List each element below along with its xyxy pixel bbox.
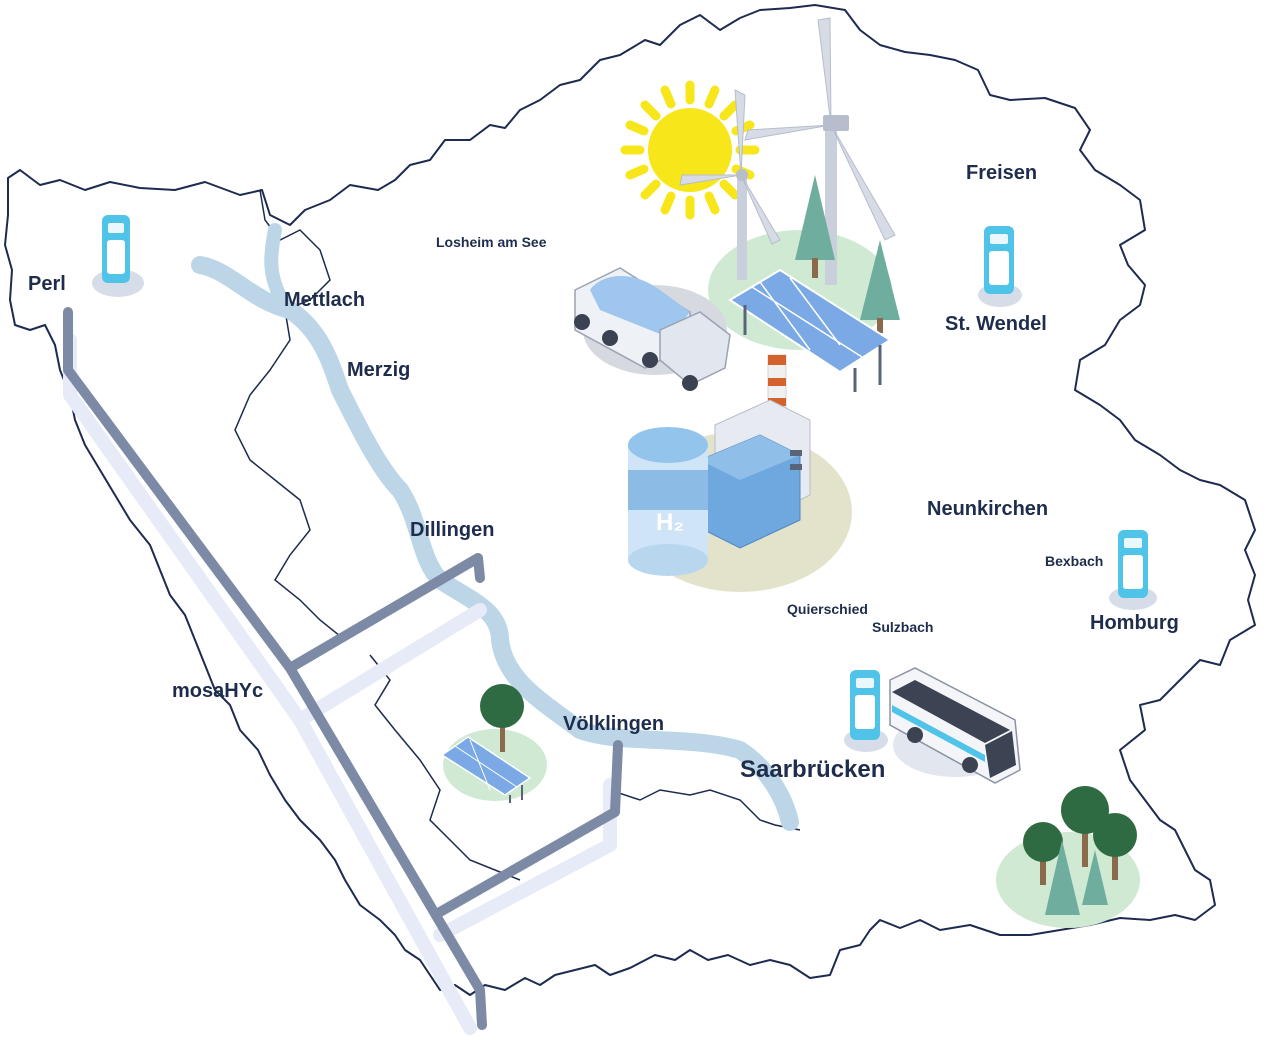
tree-icon xyxy=(1045,840,1108,915)
city-label-mettlach: Mettlach xyxy=(284,289,365,311)
city-label-dillingen: Dillingen xyxy=(410,519,494,541)
city-label-quierschied: Quierschied xyxy=(787,601,868,617)
city-label-perl: Perl xyxy=(28,273,66,295)
bus-icon xyxy=(889,667,1021,784)
solar-panel-icon xyxy=(440,736,532,803)
region-border xyxy=(4,4,1256,996)
district-border xyxy=(234,189,346,641)
charging-station-icon xyxy=(978,226,1022,307)
tree-icon xyxy=(860,240,900,333)
city-label-voelklingen: Völklingen xyxy=(563,713,664,735)
city-label-homburg: Homburg xyxy=(1090,612,1179,634)
sun-icon xyxy=(620,80,760,220)
wind-turbine-icon xyxy=(679,89,781,280)
city-label-sulzbach: Sulzbach xyxy=(872,619,933,635)
tree-icon xyxy=(1023,822,1063,885)
city-label-saarbruecken: Saarbrücken xyxy=(740,756,885,783)
hydrogen-pipeline xyxy=(63,307,623,1030)
charging-station-icon xyxy=(92,215,144,297)
tree-icon xyxy=(480,684,524,752)
city-label-neunkirchen: Neunkirchen xyxy=(927,498,1048,520)
city-label-freisen: Freisen xyxy=(966,162,1037,184)
river-branch xyxy=(264,223,289,307)
district-border xyxy=(609,789,801,831)
tree-icon xyxy=(795,175,835,278)
tree-icon xyxy=(1061,786,1109,867)
h2-tank-icon: H₂ xyxy=(628,427,708,576)
svg-text:H₂: H₂ xyxy=(656,509,684,536)
city-label-st-wendel: St. Wendel xyxy=(945,313,1047,335)
pipeline-label: mosaHYc xyxy=(172,680,263,702)
tree-icon xyxy=(1093,813,1137,880)
city-label-bexbach: Bexbach xyxy=(1045,553,1103,569)
tanker-truck-icon xyxy=(574,267,731,391)
charging-station-icon xyxy=(1109,530,1157,610)
solar-panel-icon xyxy=(728,268,892,392)
city-label-merzig: Merzig xyxy=(347,359,410,381)
charging-station-icon xyxy=(844,670,888,752)
district-border xyxy=(369,654,521,881)
hydrogen-plant-icon xyxy=(699,399,811,549)
city-label-losheim: Losheim am See xyxy=(436,234,547,250)
